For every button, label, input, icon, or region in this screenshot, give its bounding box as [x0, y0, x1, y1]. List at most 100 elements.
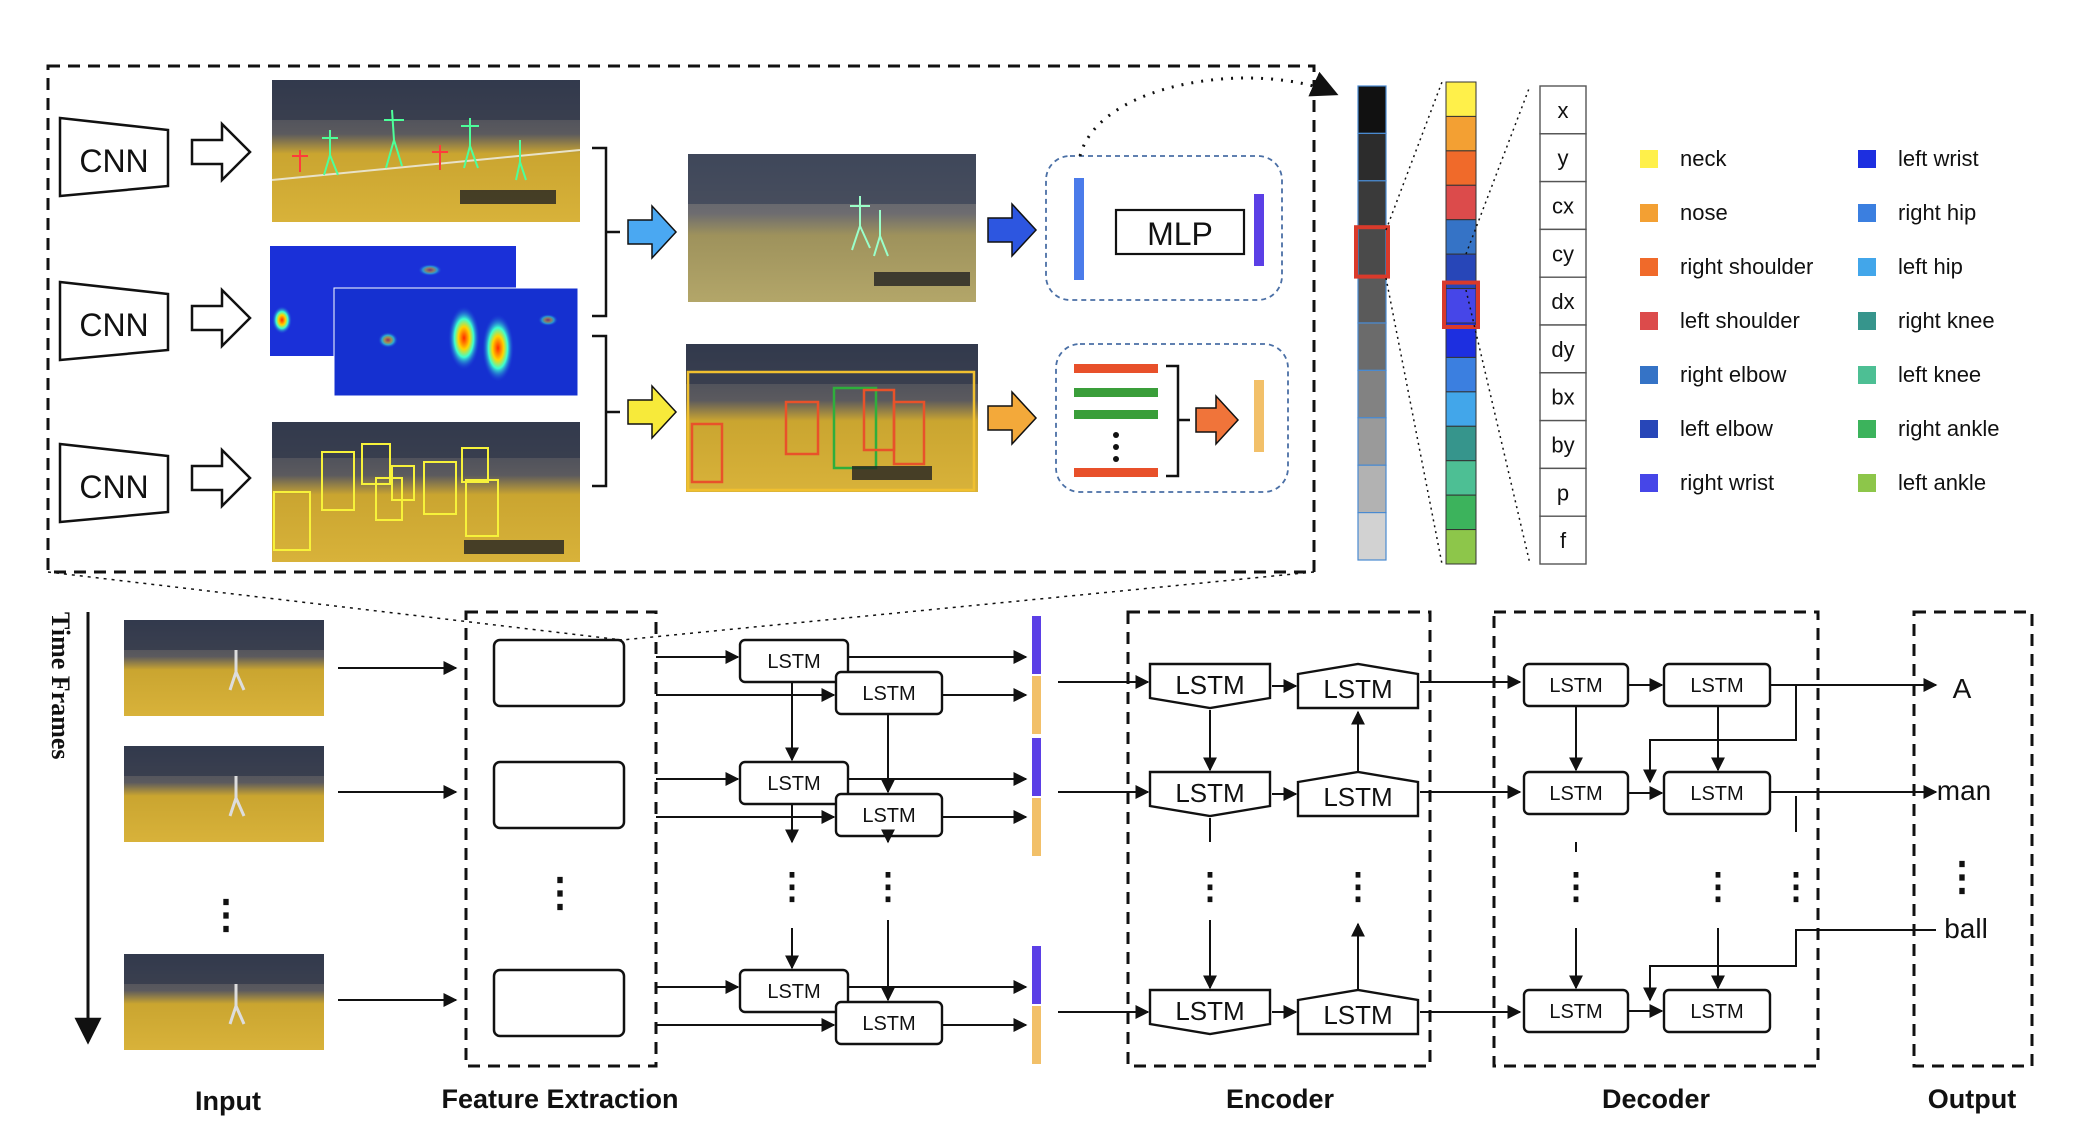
legend-swatch: [1640, 366, 1658, 384]
encoder-lstm-up: [1296, 770, 1420, 818]
keypoint-vector-cell: [1445, 219, 1477, 255]
field-cell: [1539, 372, 1587, 422]
legend-label: left ankle: [1898, 470, 1986, 495]
field-label: p: [1557, 480, 1569, 505]
lstm-label: LSTM: [1690, 783, 1743, 805]
output-word-1: A: [1953, 673, 1972, 704]
gray-vector-cell: [1357, 180, 1387, 229]
legend-label: right shoulder: [1680, 254, 1813, 279]
keypoint-vector-highlight: [1442, 280, 1480, 330]
field-cell: [1539, 276, 1587, 326]
keypoint-vector-cell: [1445, 356, 1477, 393]
keypoint-vector-cell: [1445, 494, 1477, 531]
stream-pose-feature-bar: [1032, 616, 1041, 674]
pose-feature-bar: [1254, 194, 1264, 266]
lstm-label: LSTM: [1175, 778, 1244, 808]
cnn-label: CNN: [79, 143, 148, 179]
arrow-yellow: [627, 384, 678, 440]
bracket-bottom: [592, 334, 620, 488]
detection-frame-image: [272, 422, 580, 562]
legend-swatch: [1858, 312, 1876, 330]
keypoint-vector-cell: [1445, 425, 1477, 462]
legend-label: right ankle: [1898, 416, 2000, 441]
field-label: dx: [1551, 289, 1574, 314]
legend-label: left elbow: [1680, 416, 1773, 441]
lstm-label: LSTM: [1323, 1000, 1392, 1030]
legend-label: right wrist: [1680, 470, 1774, 495]
pose-input-bar: [1074, 178, 1084, 280]
gray-vector-cell: [1357, 464, 1387, 514]
lstm-label: LSTM: [1323, 782, 1392, 812]
stream-ellipsis: ⋮: [774, 865, 810, 906]
arrow-hollow-2: [190, 286, 252, 350]
feature-box-2: [492, 760, 626, 830]
field-label: cx: [1552, 194, 1574, 219]
field-cell: [1539, 85, 1587, 135]
output-ellipsis: ⋮: [1942, 855, 1982, 899]
arrow-red-orange: [1195, 394, 1240, 446]
encoder-lstm-up: [1296, 662, 1420, 710]
lstm-box: [738, 968, 850, 1014]
section-label-output: Output: [1928, 1084, 2016, 1114]
mlp-box: MLP: [1045, 155, 1283, 301]
input-frame-1: [124, 620, 324, 716]
lstm-label: LSTM: [767, 651, 820, 673]
field-label: by: [1551, 433, 1574, 458]
keypoint-vector-cell: [1445, 460, 1477, 496]
gray-vector-cell: [1357, 275, 1387, 324]
output-word-2: man: [1937, 775, 1991, 806]
encoder-lstm-down: [1148, 988, 1272, 1036]
keypoint-vector-cell: [1445, 391, 1477, 427]
feature-vector-gray: [1354, 85, 1390, 561]
time-axis-label: Time Frames: [46, 612, 75, 760]
legend-swatch: [1858, 204, 1876, 222]
lstm-box: [738, 638, 850, 684]
field-cell: [1539, 133, 1587, 183]
lstm-label: LSTM: [1690, 1001, 1743, 1023]
gray-vector-cell: [1357, 227, 1387, 277]
field-label: x: [1558, 98, 1569, 123]
decoder-ellipsis: ⋮: [1778, 865, 1814, 906]
lstm-label: LSTM: [1690, 675, 1743, 697]
legend-label: right knee: [1898, 308, 1995, 333]
lstm-label: LSTM: [1549, 675, 1602, 697]
arrow-blue-dark: [987, 202, 1038, 258]
zoom-lines: [1385, 81, 1531, 565]
legend-label: neck: [1680, 146, 1727, 171]
arrow-blue-light: [627, 204, 678, 260]
legend-label: right elbow: [1680, 362, 1787, 387]
lstm-label: LSTM: [1175, 996, 1244, 1026]
lstm-box: [1662, 988, 1772, 1034]
mlp-label: MLP: [1147, 216, 1213, 252]
cnn-label: CNN: [79, 307, 148, 343]
detection-overlay-image: [686, 344, 978, 492]
feature-extraction-region: [464, 610, 658, 1068]
keypoint-vector-cell: [1445, 115, 1477, 152]
stream-pose-feature-bar: [1032, 738, 1041, 796]
gray-vector-cell: [1357, 417, 1387, 466]
stream-pose-feature-bar: [1032, 946, 1041, 1004]
lstm-label: LSTM: [862, 683, 915, 705]
stream-object-feature-bar: [1032, 1006, 1041, 1064]
section-label-input: Input: [195, 1086, 261, 1116]
legend-swatch: [1858, 474, 1876, 492]
input-frame-2: [124, 746, 324, 842]
input-ellipsis: ⋮: [206, 893, 246, 937]
keypoint-vector-cell: [1445, 288, 1477, 324]
encoder-lstm-up: [1296, 988, 1420, 1036]
field-label: bx: [1551, 385, 1574, 410]
feature-box-last: [492, 968, 626, 1038]
gray-vector-cell: [1357, 369, 1387, 419]
field-label: cy: [1552, 241, 1574, 266]
field-label: y: [1558, 146, 1569, 171]
legend-label: right hip: [1898, 200, 1976, 225]
object-feature-bar: [1254, 380, 1264, 452]
field-cell: [1539, 467, 1587, 517]
lstm-box: [738, 760, 850, 806]
object-aggregation-box: [1055, 343, 1289, 493]
encoder-ellipsis: ⋮: [1192, 865, 1228, 906]
